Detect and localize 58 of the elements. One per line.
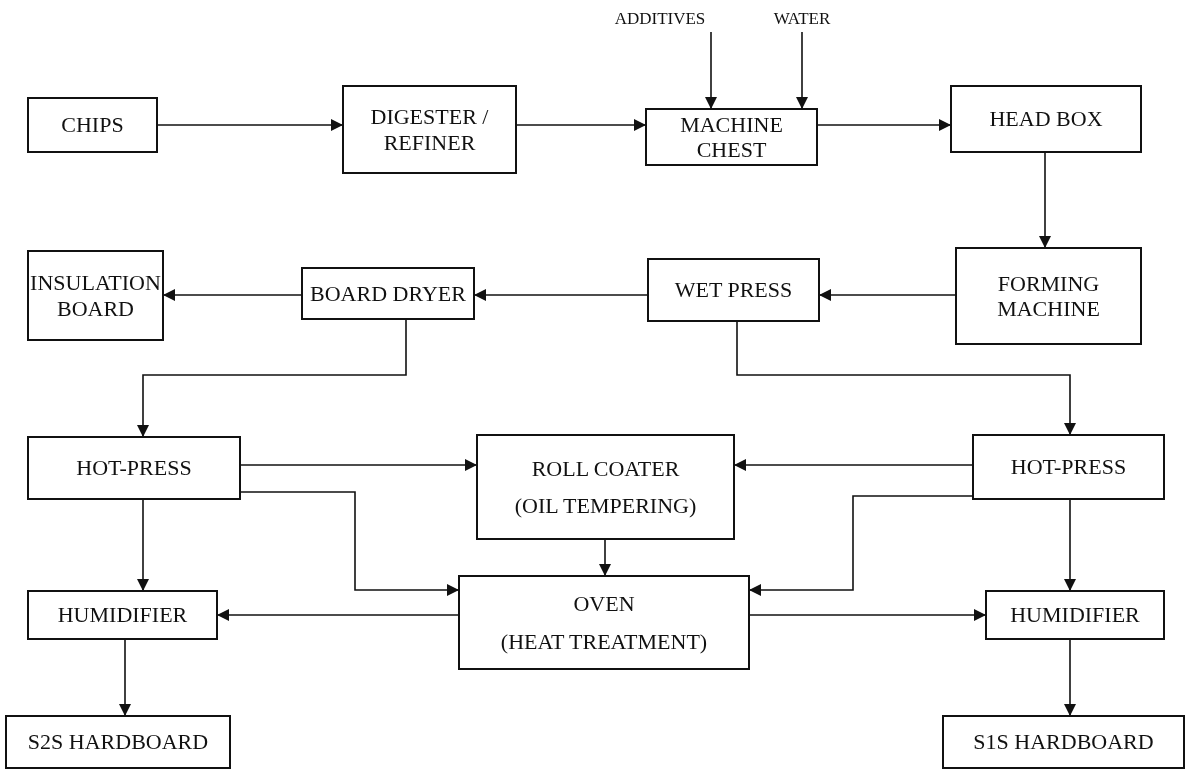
process-box xyxy=(342,85,517,174)
arrow xyxy=(749,495,973,596)
process-box xyxy=(5,715,231,769)
arrow xyxy=(599,539,611,576)
step-label: BOARD DRYER xyxy=(310,280,466,307)
step-label: INSULATION BOARD xyxy=(29,270,162,321)
step-detail: (HEAT TREATMENT) xyxy=(500,628,708,654)
process-box xyxy=(476,434,735,540)
process-box xyxy=(972,434,1165,500)
process-box xyxy=(301,267,475,320)
arrow xyxy=(157,119,343,131)
arrow xyxy=(119,639,131,716)
step-label: HEAD BOX xyxy=(989,106,1103,132)
step-label: WET PRESS xyxy=(674,277,793,303)
arrow xyxy=(705,31,717,109)
step-label: ROLL COATER xyxy=(531,455,680,481)
process-box xyxy=(27,250,164,341)
arrow xyxy=(736,321,1076,435)
input-label: ADDITIVES xyxy=(598,6,722,32)
arrow xyxy=(1039,152,1051,248)
arrow xyxy=(137,499,149,591)
step-label: S1S HARDBOARD xyxy=(973,729,1154,755)
step-label: S2S HARDBOARD xyxy=(27,729,209,755)
arrow xyxy=(163,289,302,301)
process-box xyxy=(27,97,158,153)
arrow xyxy=(516,119,646,131)
step-label: OVEN xyxy=(573,591,635,617)
process-box xyxy=(27,590,218,640)
arrow xyxy=(749,609,986,621)
arrow xyxy=(240,491,459,596)
step-detail: (OIL TEMPERING) xyxy=(514,493,697,519)
process-box xyxy=(942,715,1185,769)
step-label: HUMIDIFIER xyxy=(1010,602,1140,628)
arrow xyxy=(819,289,956,301)
step-label: HOT-PRESS xyxy=(76,455,192,481)
step-label: HUMIDIFIER xyxy=(57,602,188,628)
input-label: WATER xyxy=(762,6,842,32)
process-box xyxy=(985,590,1165,640)
process-box xyxy=(647,258,820,322)
step-label: HOT-PRESS xyxy=(1010,454,1127,480)
arrow xyxy=(734,459,973,471)
arrow xyxy=(817,119,951,131)
arrow xyxy=(796,31,808,109)
arrow xyxy=(1064,499,1076,591)
arrow xyxy=(1064,639,1076,716)
process-box xyxy=(955,247,1142,345)
process-box xyxy=(950,85,1142,153)
process-box xyxy=(27,436,241,500)
process-box xyxy=(645,108,818,166)
step-label: DIGESTER / REFINER xyxy=(369,104,490,155)
arrow xyxy=(217,609,459,621)
arrow xyxy=(474,289,648,301)
step-label: FORMING MACHINE xyxy=(996,270,1101,322)
arrow xyxy=(240,459,477,471)
step-label: CHIPS xyxy=(61,112,124,138)
process-box xyxy=(458,575,750,670)
arrow xyxy=(137,319,407,437)
step-label: MACHINE CHEST xyxy=(679,111,784,163)
